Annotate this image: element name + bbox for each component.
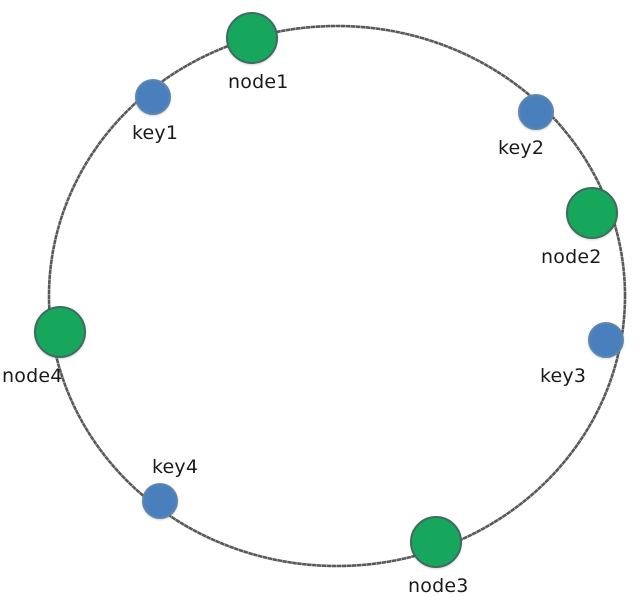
node-circle-node1[interactable] xyxy=(226,12,278,64)
node-label-node1: node1 xyxy=(228,71,289,93)
key-circle-key1[interactable] xyxy=(135,79,171,115)
node-circle-node3[interactable] xyxy=(410,516,462,568)
key-label-key1: key1 xyxy=(132,122,179,144)
node-label-node3: node3 xyxy=(408,575,469,597)
key-circle-key3[interactable] xyxy=(588,322,624,358)
key-label-key2: key2 xyxy=(498,137,545,159)
key-label-key4: key4 xyxy=(152,456,199,478)
node-circle-node2[interactable] xyxy=(566,187,618,239)
key-circle-key4[interactable] xyxy=(142,483,178,519)
ring-path xyxy=(47,24,627,568)
node-label-node4: node4 xyxy=(2,365,63,387)
key-label-key3: key3 xyxy=(540,365,587,387)
key-circle-key2[interactable] xyxy=(518,94,554,130)
node-label-node2: node2 xyxy=(541,246,602,268)
node-circle-node4[interactable] xyxy=(34,306,86,358)
